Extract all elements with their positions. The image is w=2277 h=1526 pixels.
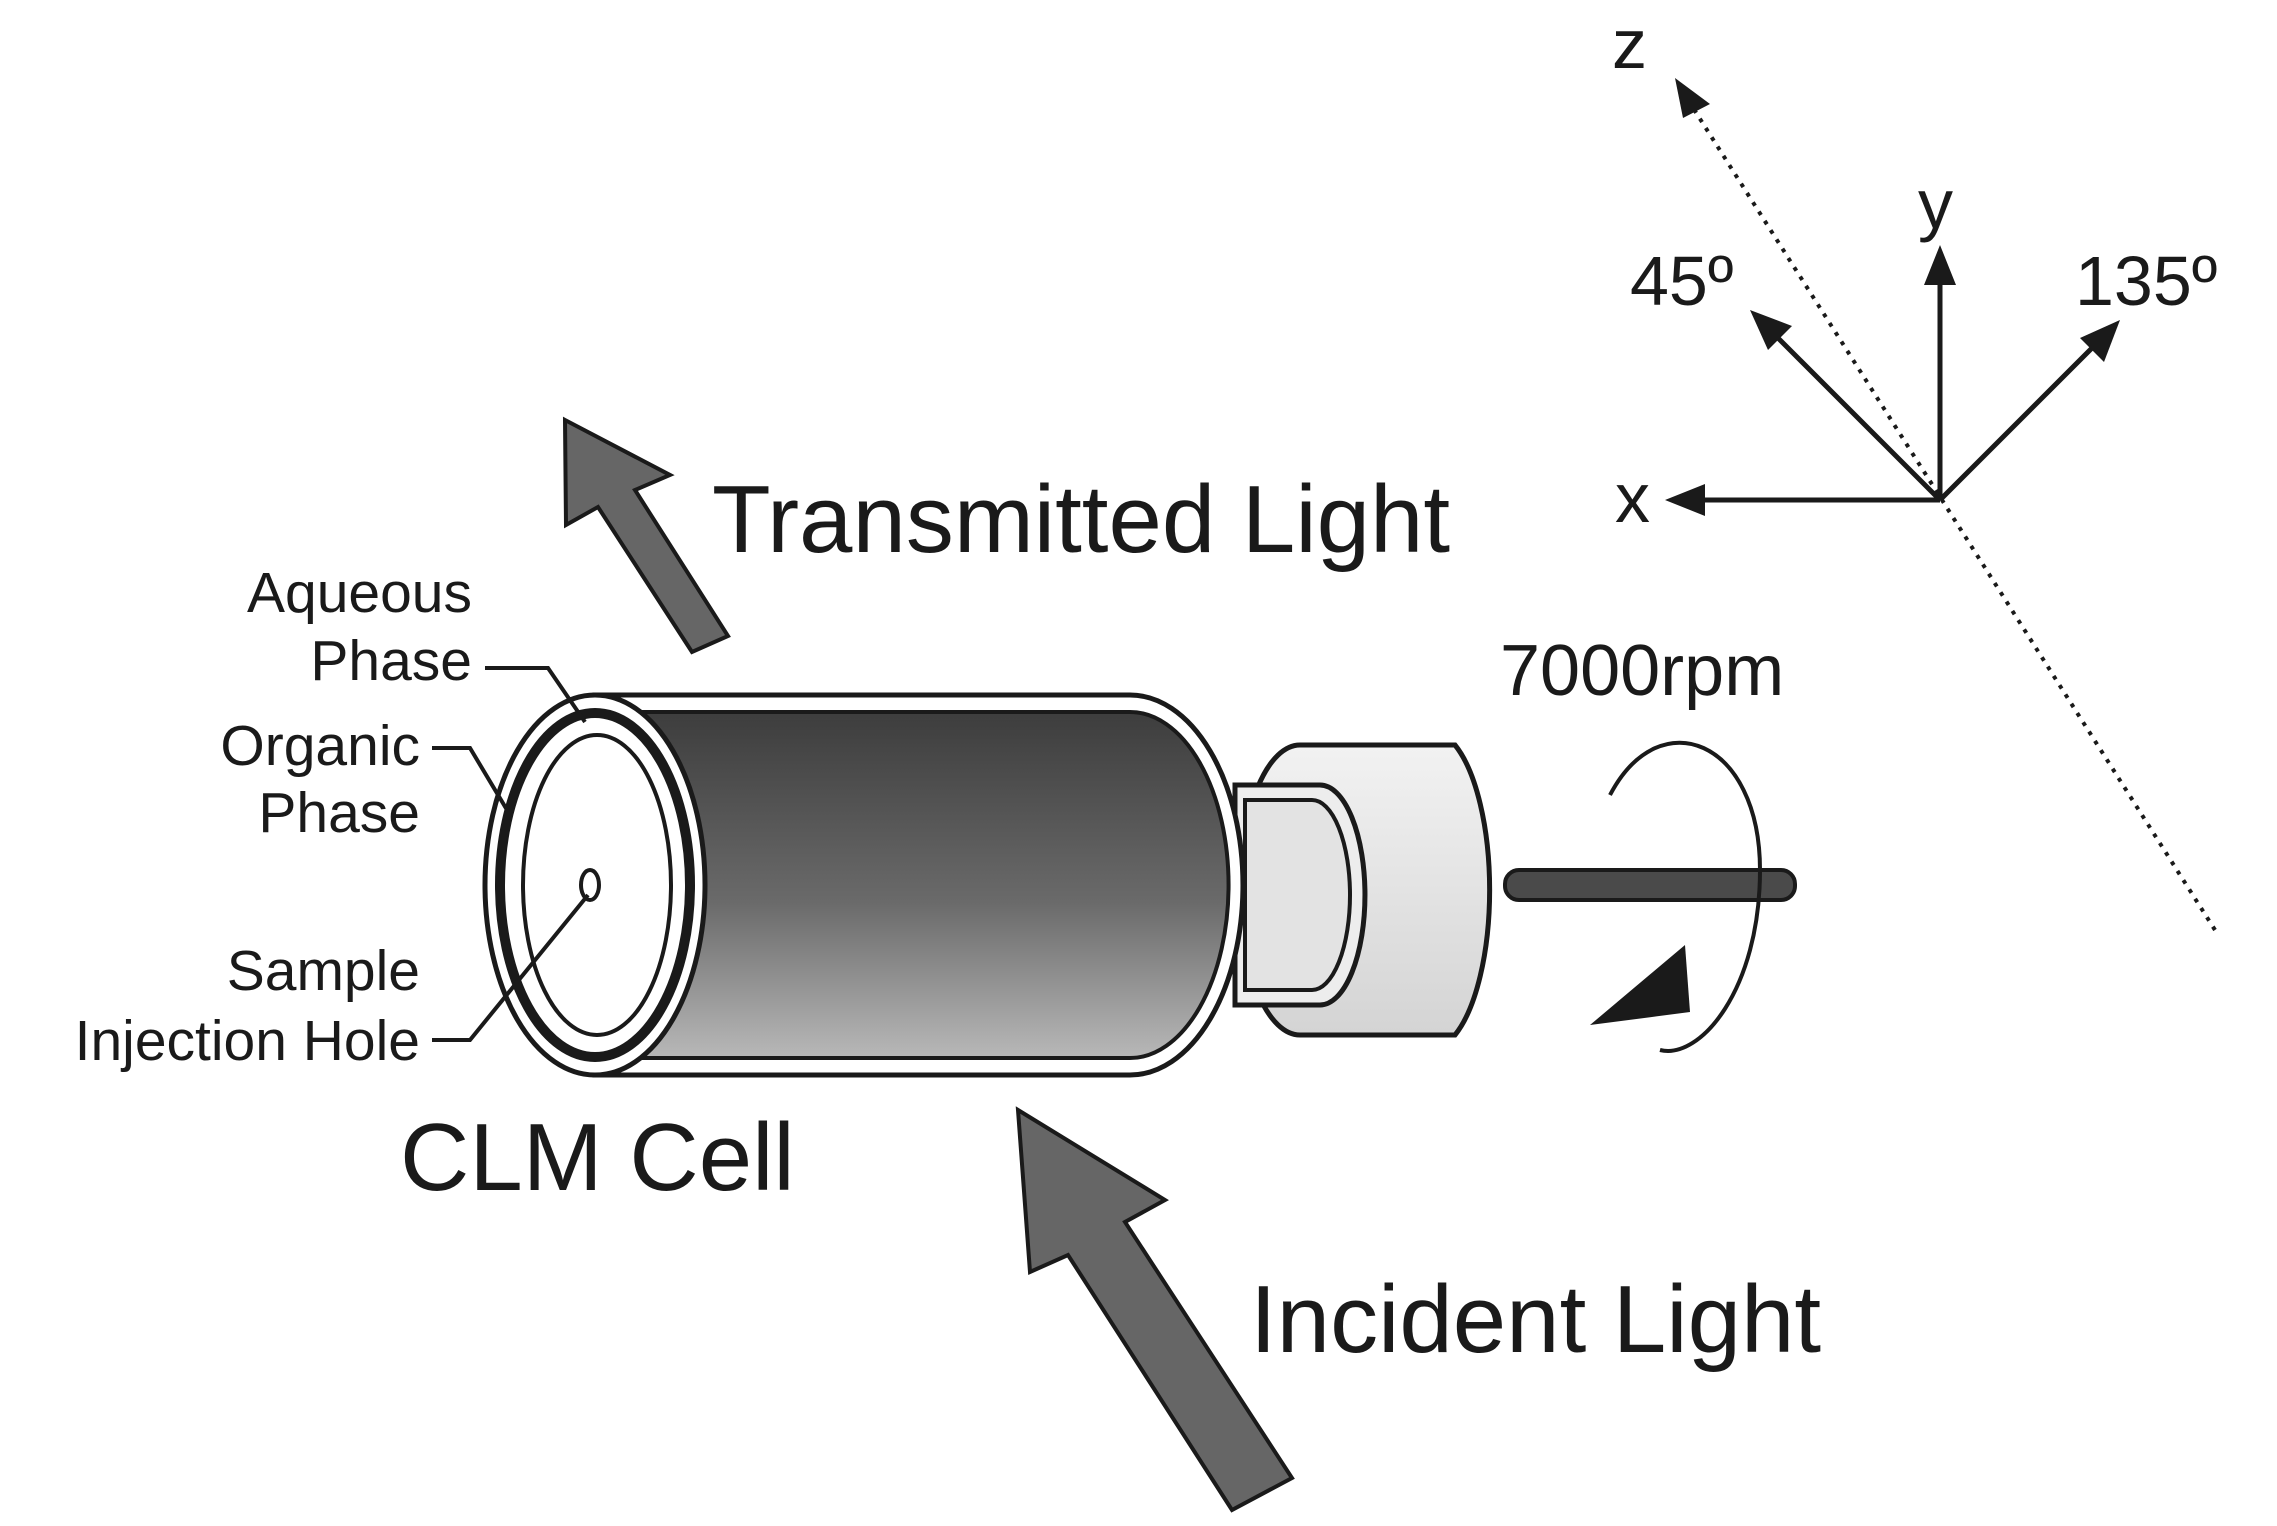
rotation-indicator <box>1590 740 1763 1053</box>
aqueous-phase-leader <box>485 666 587 724</box>
angle-45-label: 45º <box>1630 242 1733 320</box>
transmitted-light-label: Transmitted Light <box>712 466 1450 573</box>
x-axis-label: x <box>1615 459 1650 537</box>
aqueous-phase-label-line1: Aqueous <box>247 561 472 625</box>
incident-light-arrow <box>1015 1106 1295 1513</box>
organic-phase-label-line1: Organic <box>220 714 420 778</box>
axis-135-line <box>1938 338 2102 502</box>
y-axis-arrowhead <box>1924 245 1956 285</box>
clm-cell-label: CLM Cell <box>400 1104 795 1211</box>
z-axis-arrowhead <box>1675 78 1710 118</box>
angle-135-label: 135º <box>2075 242 2217 320</box>
axis-45-arrowhead <box>1750 310 1792 350</box>
axis-135-arrowhead <box>2080 320 2120 362</box>
organic-phase-leader <box>432 746 512 817</box>
sample-injection-leader <box>432 893 590 1042</box>
organic-phase-label-line2: Phase <box>258 781 420 845</box>
incident-light-label: Incident Light <box>1250 1266 1821 1373</box>
sample-injection-hole <box>579 868 601 902</box>
aqueous-phase-label-line2: Phase <box>310 629 472 693</box>
motor-hub <box>1232 742 1493 1038</box>
clm-cell-cylinder <box>482 692 1246 1078</box>
rotation-arrowhead <box>1590 945 1690 1025</box>
rpm-label: 7000rpm <box>1500 631 1784 711</box>
x-axis-arrowhead <box>1665 484 1705 516</box>
phase-labels: Aqueous Phase Organic Phase Sample Injec… <box>75 561 590 1073</box>
sample-injection-label-line1: Sample <box>227 939 420 1003</box>
sample-injection-label-line2: Injection Hole <box>75 1009 420 1073</box>
rotation-shaft <box>1503 868 1797 902</box>
y-axis-label: y <box>1918 165 1953 243</box>
z-axis-label: z <box>1612 5 1647 83</box>
transmitted-light-arrow <box>562 416 731 655</box>
coordinate-axes: z y x 45º 135º <box>1612 5 2217 932</box>
axis-45-line <box>1768 328 1942 502</box>
